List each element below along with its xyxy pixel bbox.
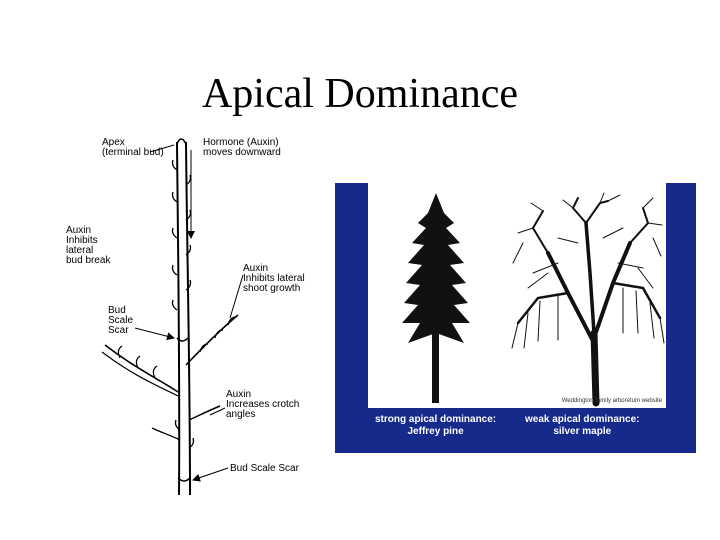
shoot-pointer (229, 274, 244, 319)
bud-scar-upper-arrow (134, 327, 175, 341)
label-bud-scale-scar-lower: Bud Scale Scar (230, 463, 299, 474)
stem-drawing (101, 138, 244, 496)
label-bud-scale-scar-upper: Bud Scale Scar (108, 305, 134, 336)
caption-jeffrey-pine: strong apical dominance: Jeffrey pine (375, 414, 497, 437)
label-apex: Apex (terminal bud) (102, 137, 164, 158)
photo-credit: Weddington family arboretum website (561, 398, 662, 404)
slide-title: Apical Dominance (201, 71, 519, 117)
bud-scar-lower-arrow (192, 467, 229, 482)
lateral-buds (171, 159, 195, 449)
main-stem (176, 141, 181, 496)
apex-bud (176, 138, 187, 145)
jeffrey-pine (402, 193, 470, 403)
bud-scale-scar-mark (176, 337, 189, 342)
right-lateral-shoot (185, 314, 239, 366)
tree-comparison-photo: Weddington family arboretum website stro… (335, 183, 696, 453)
lower-lateral-shoot (188, 405, 221, 421)
stem-diagram: Apex (terminal bud) Hormone (Auxin) move… (60, 130, 340, 500)
label-auxin-inhibits-shoot: Auxin Inhibits lateral shoot growth (243, 263, 305, 294)
bud-scale-scar-mark (177, 477, 191, 482)
caption-silver-maple: weak apical dominance: silver maple (525, 414, 640, 437)
silver-maple (511, 192, 665, 407)
label-auxin-crotch: Auxin Increases crotch angles (226, 389, 300, 420)
crotch-pointer (209, 407, 226, 416)
label-hormone: Hormone (Auxin) moves downward (203, 137, 281, 158)
label-auxin-inhibits-bud: Auxin Inhibits lateral bud break (66, 225, 111, 266)
tree-silhouettes (402, 192, 665, 407)
apex-pointer (149, 144, 175, 153)
left-lateral-shoot (104, 344, 179, 393)
photo-frame: Weddington family arboretum website (368, 183, 666, 408)
